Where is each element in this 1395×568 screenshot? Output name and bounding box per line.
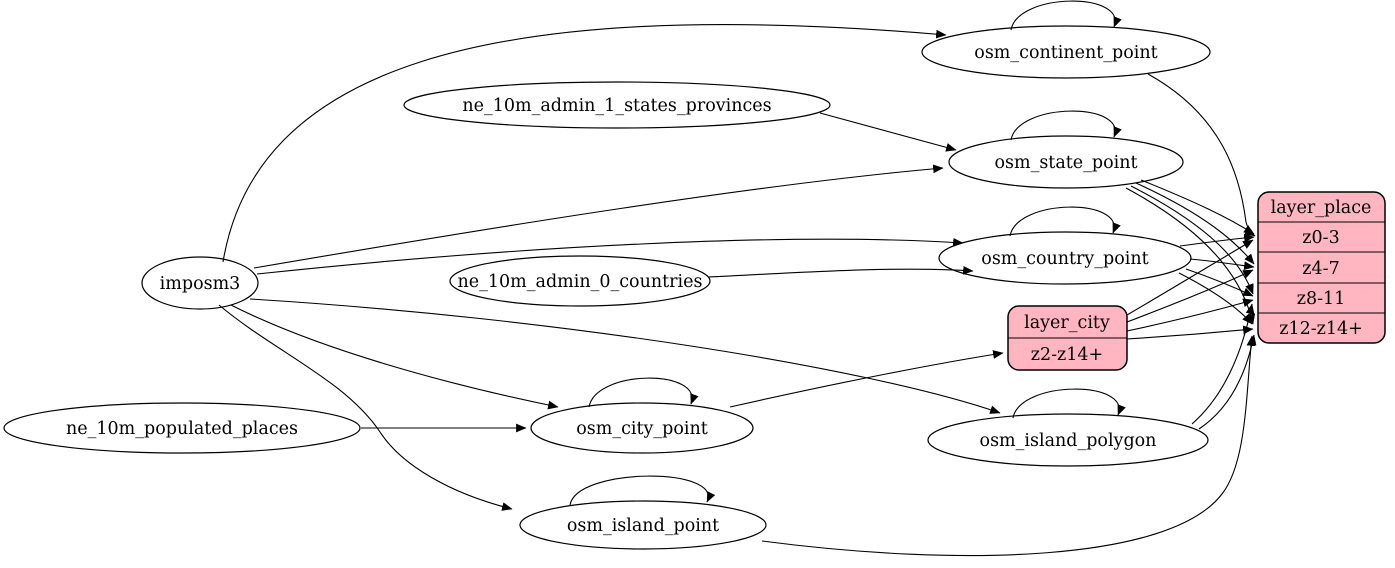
edge-osm_island_polygon-layer_place-z12-z14 [1198, 334, 1257, 430]
edge-layer_city-layer_place-z4-7 [1126, 269, 1254, 323]
osm-continent-point-ellipse [921, 25, 1211, 79]
self-loop-osm_state_point [1010, 110, 1122, 141]
osm-island-point-ellipse [519, 500, 767, 550]
edge-osm_country_point-layer_place-z4-7 [1189, 258, 1255, 271]
edge-osm_city_point-layer_city-z2-z14 [729, 350, 1004, 408]
layer-city-title: layer_city [1024, 313, 1110, 333]
edge-layer_city-layer_place-z12-z14 [1126, 325, 1254, 340]
edge-imposm3-osm_island_polygon [249, 298, 1001, 414]
edges [218, 0, 1257, 557]
layer-place-row-z4-7: z4-7 [1302, 259, 1339, 279]
node-osm-continent-point: osm_continent_point [921, 25, 1211, 79]
edge-imposm3-osm_state_point [253, 164, 944, 269]
node-ne-10m-admin-0-countries: ne_10m_admin_0_countries [449, 255, 711, 307]
node-osm-island-point: osm_island_point [519, 500, 767, 550]
osm-island-polygon-label: osm_island_polygon [980, 431, 1157, 451]
self-loop-osm_continent_point [1010, 0, 1122, 31]
self-loop-osm_country_point [1009, 206, 1121, 237]
edge-osm_country_point-layer_place-z0-3 [1179, 233, 1255, 247]
imposm3-label: imposm3 [160, 274, 241, 294]
osm-country-point-label: osm_country_point [981, 249, 1148, 269]
self-loop-osm_city_point [588, 377, 699, 408]
layer-place-row-z0-3: z0-3 [1302, 228, 1339, 248]
edge-imposm3-osm_continent_point [222, 24, 947, 263]
imposm3-ellipse [141, 256, 259, 310]
ne-10m-admin-1-label: ne_10m_admin_1_states_provinces [462, 96, 771, 116]
edge-osm_island_polygon-layer_place-z8-11 [1191, 303, 1255, 425]
osm-island-point-label: osm_island_point [567, 516, 719, 536]
edge-osm_island_point-layer_place-z12-z14 [761, 335, 1256, 557]
record-layer-place: layer_place z0-3 z4-7 z8-11 z12-z14+ [1257, 191, 1386, 344]
edge-osm_state_point-layer_place-z0-3 [1140, 179, 1255, 235]
node-osm-country-point: osm_country_point [938, 231, 1192, 285]
edge-imposm3-osm_country_point [256, 237, 964, 275]
self-loop-osm_island_point [569, 475, 716, 506]
layer-place-title: layer_place [1271, 198, 1372, 218]
ne-10m-admin-1-ellipse [403, 81, 831, 129]
osm-state-point-ellipse [948, 135, 1184, 189]
edge-ne_10m_admin_1_states_provinces-osm_state_point [819, 112, 957, 152]
osm-island-polygon-ellipse [927, 413, 1209, 467]
self-loop-osm_island_polygon [1012, 388, 1126, 419]
edge-imposm3-osm_island_point [218, 304, 513, 511]
node-osm-island-polygon: osm_island_polygon [927, 413, 1209, 467]
edge-osm_state_point-layer_place-z8-11 [1130, 185, 1254, 295]
layer-place-row-z8-11: z8-11 [1297, 289, 1346, 309]
layer-city-row-z2-z14: z2-z14+ [1031, 345, 1103, 365]
ne-10m-populated-places-label: ne_10m_populated_places [66, 419, 298, 439]
osm-city-point-ellipse [530, 402, 754, 454]
edge-layer_city-layer_place-z0-3 [1126, 239, 1254, 316]
edge-imposm3-osm_city_point [230, 304, 559, 410]
node-osm-city-point: osm_city_point [530, 402, 754, 454]
node-ne-10m-populated-places: ne_10m_populated_places [3, 402, 361, 454]
ne-10m-populated-places-ellipse [3, 402, 361, 454]
ne-10m-admin-0-label: ne_10m_admin_0_countries [458, 272, 703, 292]
osm-country-point-ellipse [938, 231, 1192, 285]
edge-osm_state_point-layer_place-z4-7 [1135, 182, 1255, 265]
edge-layer_city-layer_place-z8-11 [1126, 298, 1254, 332]
osm-continent-point-label: osm_continent_point [974, 43, 1157, 63]
osm-city-point-label: osm_city_point [576, 419, 708, 439]
edge-ne_10m_admin_0_countries-osm_country_point [707, 265, 974, 278]
osm-state-point-label: osm_state_point [994, 153, 1137, 173]
layer-place-box [1257, 191, 1386, 344]
node-ne-10m-admin-1-states-provinces: ne_10m_admin_1_states_provinces [403, 81, 831, 129]
node-imposm3: imposm3 [141, 256, 259, 310]
node-osm-state-point: osm_state_point [948, 135, 1184, 189]
layer-place-row-z12-z14: z12-z14+ [1279, 319, 1363, 339]
ne-10m-admin-0-ellipse [449, 255, 711, 307]
record-layer-city: layer_city z2-z14+ [1007, 305, 1128, 371]
